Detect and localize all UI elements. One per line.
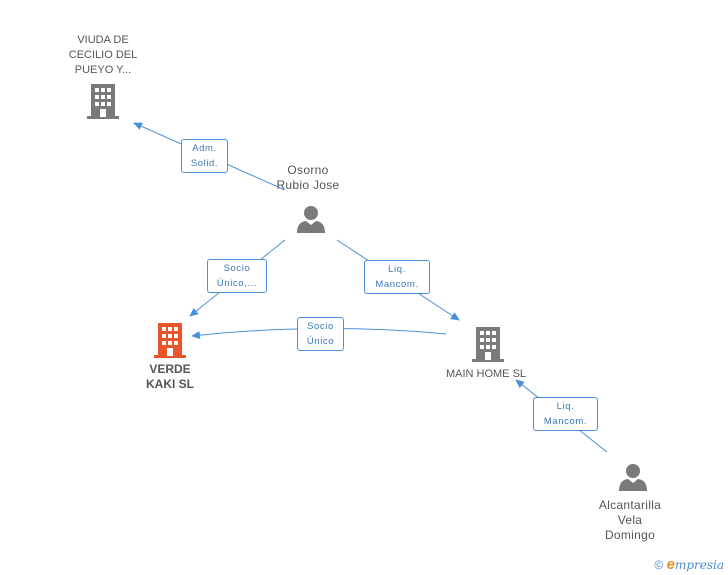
person-icon[interactable] bbox=[296, 204, 326, 234]
edge-label-socio1[interactable]: Socio Único,... bbox=[207, 259, 267, 293]
node-label-verde[interactable]: VERDE KAKI SL bbox=[146, 362, 194, 391]
edge-label-liq2[interactable]: Liq. Mancom. bbox=[533, 397, 598, 431]
node-label-mainhome[interactable]: MAIN HOME SL bbox=[445, 368, 527, 380]
brand-footer: © empresia bbox=[654, 556, 724, 573]
edge-label-socio2[interactable]: Socio Único bbox=[297, 317, 344, 351]
copyright-symbol: © bbox=[654, 558, 664, 572]
person-icon[interactable] bbox=[618, 462, 648, 492]
edge-label-liq1[interactable]: Liq. Mancom. bbox=[364, 260, 430, 294]
node-label-viuda: VIUDA DE CECILIO DEL PUEYO Y... bbox=[68, 34, 138, 76]
brand-name: mpresia bbox=[674, 558, 724, 572]
brand-logo-letter: e bbox=[666, 556, 675, 573]
node-label-osorno: Osorno Rubio Jose bbox=[276, 163, 340, 192]
node-label-alcantarilla[interactable]: Alcantarilla Vela Domingo bbox=[598, 498, 662, 542]
edge-label-adm[interactable]: Adm. Solid. bbox=[181, 139, 228, 173]
building-icon[interactable] bbox=[87, 83, 119, 119]
building-icon[interactable] bbox=[472, 326, 504, 362]
building-icon-main[interactable] bbox=[154, 322, 186, 358]
